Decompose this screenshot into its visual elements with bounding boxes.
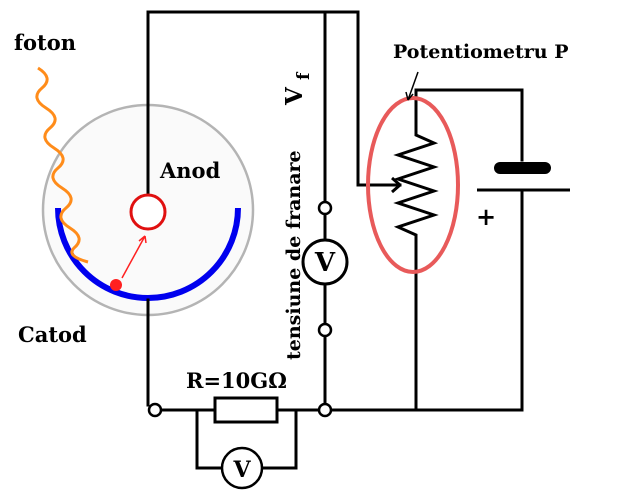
battery-plus-label: + (476, 202, 496, 231)
cathode-electrode (55, 207, 241, 301)
electron (110, 279, 122, 291)
wire-small-voltmeter-loop (195, 408, 298, 470)
potentiometer-wiper-arrow (391, 176, 401, 194)
voltmeter-small-label: V (232, 457, 251, 483)
photon-label: foton (14, 30, 76, 55)
resistor (213, 396, 279, 424)
wire-anode-top (146, 10, 402, 196)
photon-ray (35, 66, 89, 264)
braking-voltage-symbol-group: V (281, 86, 308, 106)
braking-voltage-label-group: tensiune de franare (283, 150, 305, 360)
terminal-voltmeter-top (317, 200, 333, 216)
potentiometer-zigzag (393, 120, 439, 245)
braking-voltage-symbol: V (281, 86, 308, 106)
terminal-right (317, 402, 333, 418)
potentiometer-pointer-arrow (405, 91, 414, 101)
cathode-label: Catod (18, 322, 87, 347)
terminal-voltmeter-bottom (317, 322, 333, 338)
braking-voltage-label: tensiune de franare (283, 150, 305, 360)
braking-voltage-subscript: f (294, 71, 314, 80)
voltmeter-main (301, 238, 349, 286)
anode-label: Anod (159, 158, 221, 183)
wire-bottom-right (328, 188, 524, 412)
electron-trajectory (121, 235, 146, 279)
anode-electrode (129, 193, 167, 231)
wire-pot-top (414, 88, 524, 162)
potentiometer-pointer (407, 71, 419, 101)
potentiometer-highlight (366, 96, 460, 274)
potentiometer-label: Potentiometru P (393, 41, 569, 63)
electron-trajectory-arrow (138, 235, 147, 244)
resistor-label: R=10GΩ (186, 368, 287, 393)
voltmeter-main-label: V (314, 248, 336, 278)
braking-voltage-subscript-group: f (294, 71, 314, 80)
voltmeter-small (220, 446, 264, 490)
terminal-left (147, 402, 163, 418)
